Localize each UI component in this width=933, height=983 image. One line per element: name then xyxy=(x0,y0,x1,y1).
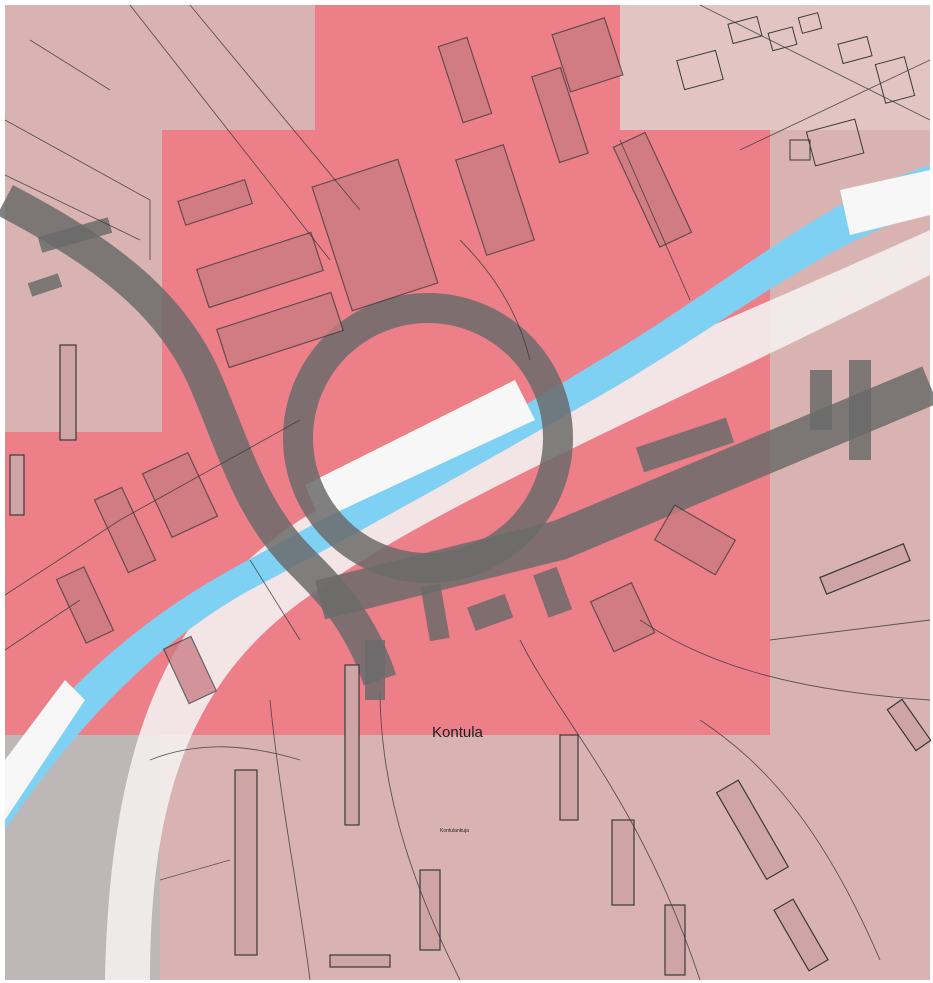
rail-white-east xyxy=(840,170,930,235)
buildings-south xyxy=(9,344,932,976)
houses-northeast xyxy=(676,12,916,167)
station-structures xyxy=(365,370,832,700)
rail-corridor xyxy=(5,165,930,830)
place-label-kontula: Kontula xyxy=(432,724,484,741)
light-road-band xyxy=(105,230,930,980)
buildings xyxy=(55,17,737,705)
station-platform xyxy=(305,380,535,520)
metro-ring-icon xyxy=(283,293,573,583)
light-area-northeast xyxy=(620,5,930,130)
map-linework xyxy=(4,4,931,981)
rail-white-west xyxy=(5,680,85,820)
street-label-small: Kontulankuja xyxy=(440,828,469,834)
